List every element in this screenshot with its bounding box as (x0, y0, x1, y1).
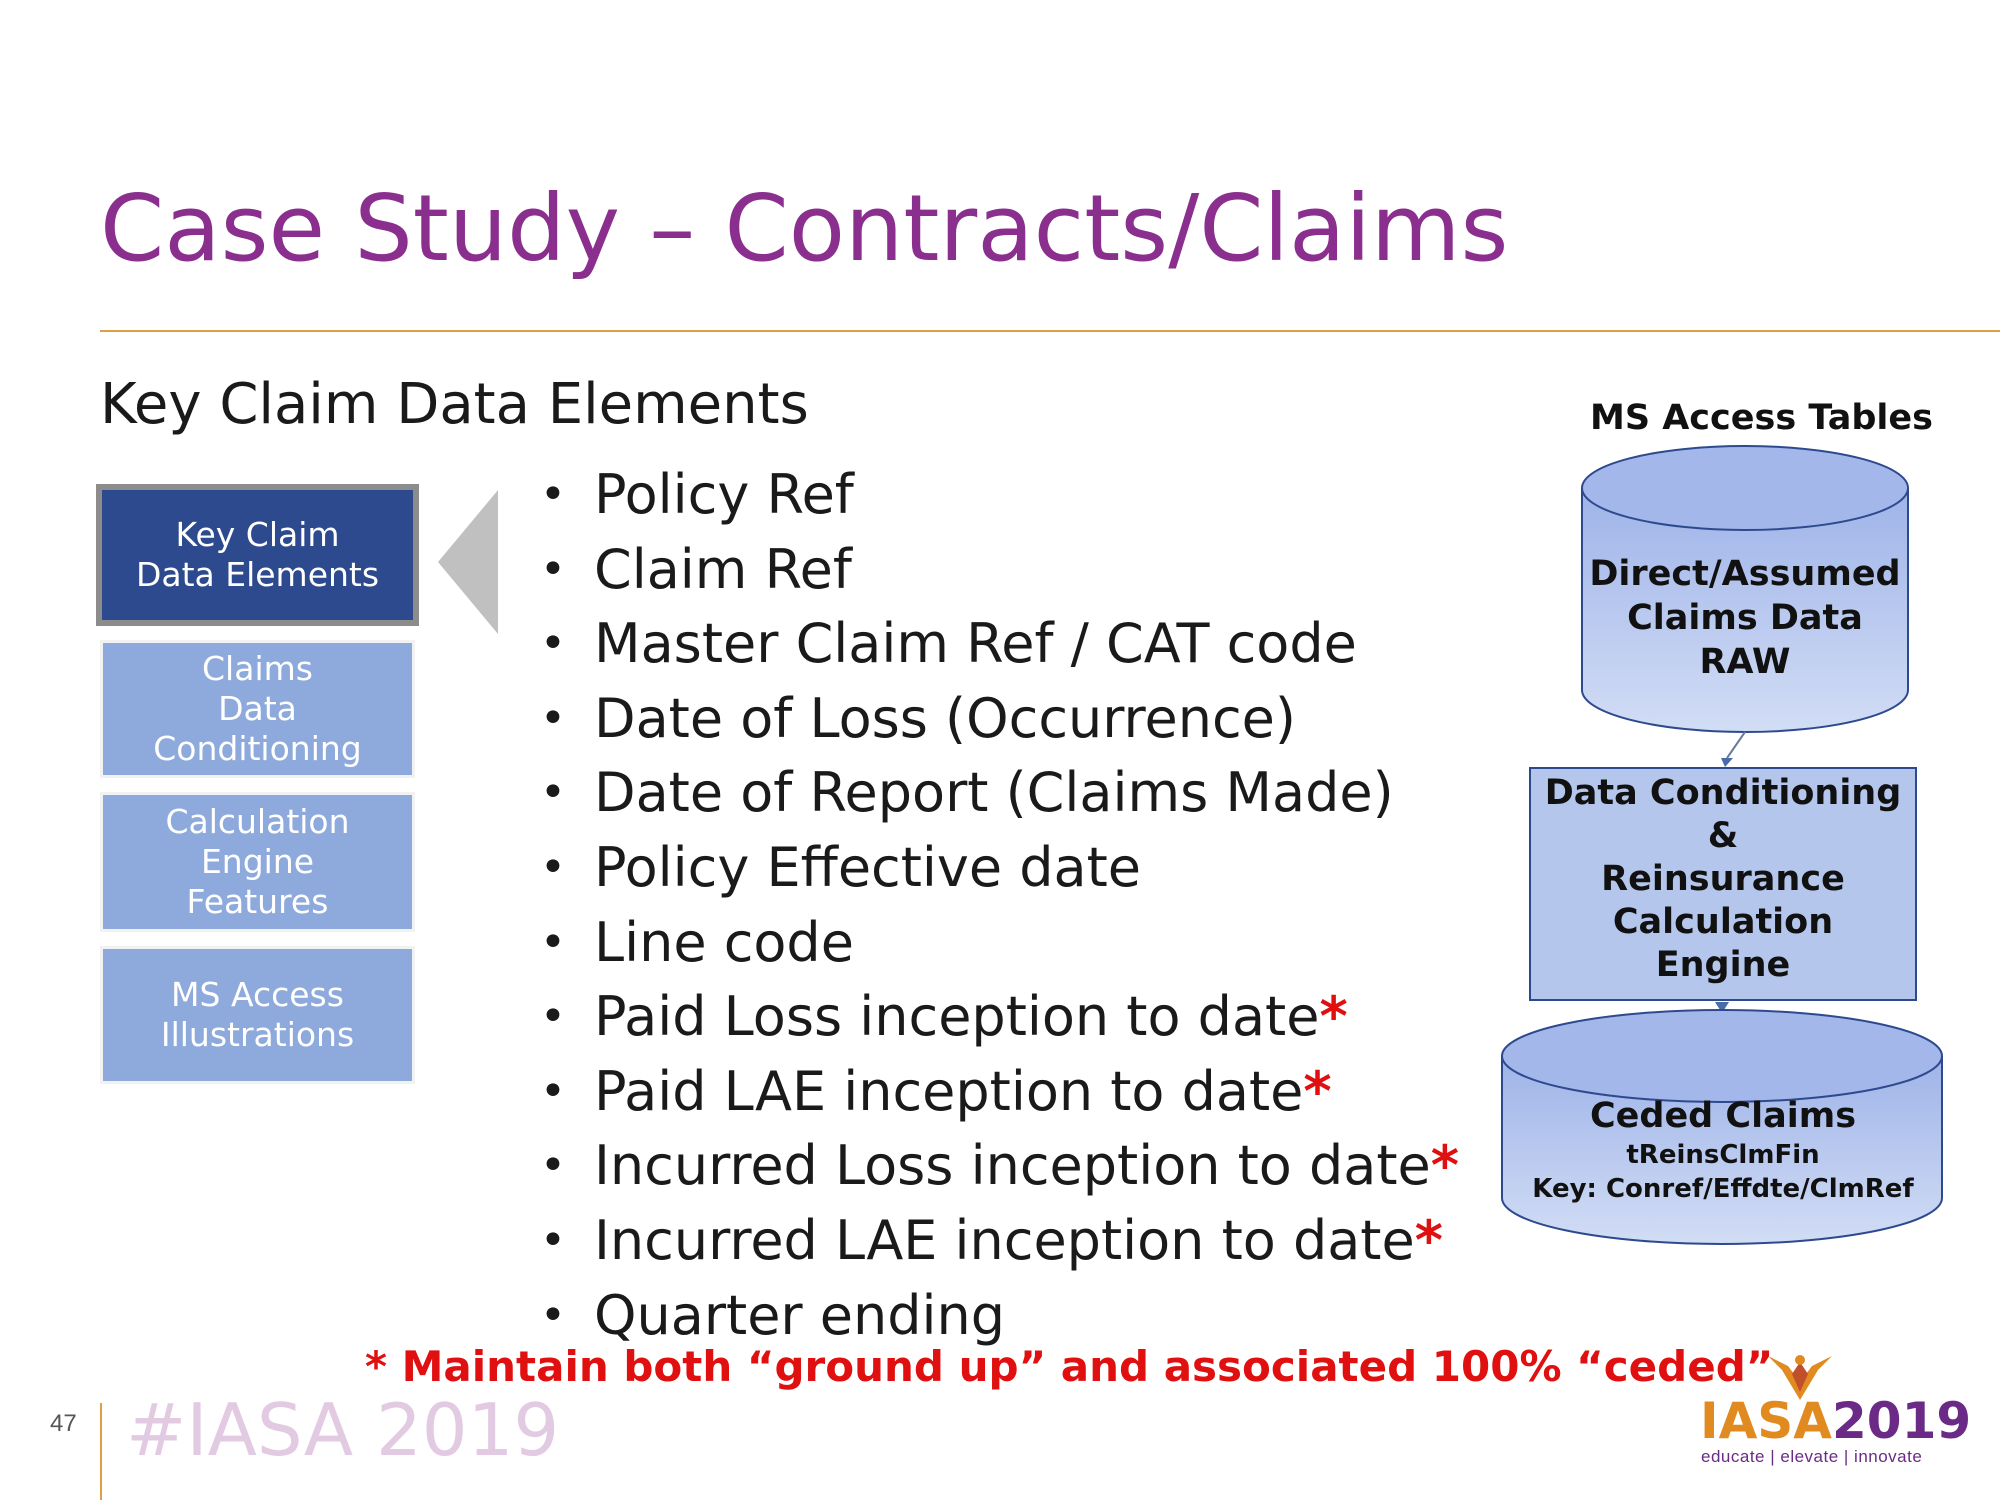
diagram-title: MS Access Tables (1590, 398, 1933, 438)
nav-item-calculation-engine-features[interactable]: Calculation Engine Features (100, 792, 415, 932)
slide-subtitle: Key Claim Data Elements (100, 372, 809, 437)
nav-item-key-claim-data-elements[interactable]: Key Claim Data Elements (96, 484, 419, 626)
arrowhead-icon (1721, 758, 1733, 767)
asterisk-mark: * (1303, 1059, 1332, 1123)
page-number: 47 (50, 1410, 77, 1437)
bullet-icon: • (540, 469, 566, 520)
bullet-icon: • (540, 841, 566, 893)
list-item-text: Policy Ref (594, 463, 854, 526)
list-item-text: Paid Loss inception to date (594, 985, 1320, 1049)
connector-arrow (1726, 731, 1746, 759)
nav-item-label: Claims Data Conditioning (153, 649, 362, 768)
list-item: • Incurred LAE inception to date* (540, 1204, 1459, 1279)
bullet-icon: • (540, 1065, 566, 1117)
nav-item-label: Calculation Engine Features (165, 802, 350, 921)
list-item: • Policy Ref (540, 458, 1459, 533)
list-item: • Claim Ref (540, 533, 1459, 608)
list-item-text: Line code (594, 910, 854, 974)
list-item: • Master Claim Ref / CAT code (540, 607, 1459, 682)
nav-item-ms-access-illustrations[interactable]: MS Access Illustrations (100, 946, 415, 1084)
bullet-icon: • (540, 767, 566, 819)
list-item: • Incurred Loss inception to date* (540, 1129, 1459, 1204)
nav-item-claims-data-conditioning[interactable]: Claims Data Conditioning (100, 640, 415, 778)
raw-claims-text: Direct/Assumed Claims Data RAW (1589, 554, 1901, 682)
bullet-icon: • (540, 618, 566, 670)
raw-claims-label: Direct/Assumed Claims Data RAW (1580, 552, 1910, 684)
ceded-claims-title: Ceded Claims (1589, 1096, 1857, 1136)
logo-tagline: educate | elevate | innovate (1701, 1447, 1923, 1466)
asterisk-mark: * (1430, 1134, 1460, 1198)
arrowhead-icon (1715, 1002, 1729, 1013)
bullet-icon: • (540, 1140, 566, 1192)
list-item-text: Incurred Loss inception to date (594, 1134, 1431, 1198)
claim-elements-list: • Policy Ref • Claim Ref • Master Claim Ref… (540, 458, 1459, 1353)
nav-item-label: Key Claim Data Elements (135, 515, 380, 594)
nav-item-label: MS Access Illustrations (160, 975, 355, 1054)
list-item-text: Quarter ending (594, 1283, 1006, 1347)
slide-title: Case Study – Contracts/Claims (100, 175, 1509, 282)
list-item: • Date of Report (Claims Made) (540, 756, 1459, 831)
engine-label: Data Conditioning & Reinsurance Calculat… (1530, 772, 1916, 987)
bullet-icon: • (540, 916, 566, 968)
list-item-text: Paid LAE inception to date (594, 1059, 1304, 1123)
asterisk-mark: * (1414, 1208, 1443, 1272)
active-pointer-icon (438, 490, 498, 634)
list-item: • Line code (540, 906, 1459, 981)
list-item: • Paid Loss inception to date* (540, 980, 1459, 1055)
ceded-claims-details: tReinsClmFin Key: Conref/Effdte/ClmRef (1500, 1138, 1946, 1206)
phoenix-logo-icon (1768, 1355, 1832, 1400)
asterisk-mark: * (1319, 985, 1348, 1049)
iasa-logo: IASA2019 (1700, 1392, 1971, 1450)
ceded-table-key: Key: Conref/Effdte/ClmRef (1532, 1174, 1914, 1204)
list-item-text: Claim Ref (594, 537, 852, 601)
logo-word-iasa: IASA (1700, 1392, 1833, 1450)
ceded-table-name: tReinsClmFin (1626, 1140, 1820, 1170)
logo-word-year: 2019 (1832, 1392, 1972, 1450)
title-divider (100, 330, 2000, 332)
bullet-icon: • (540, 692, 566, 744)
list-item: • Date of Loss (Occurrence) (540, 682, 1459, 757)
footer-hashtag: #IASA 2019 (126, 1388, 560, 1472)
bullet-icon: • (540, 991, 566, 1043)
footnote: * Maintain both “ground up” and associat… (365, 1342, 1774, 1391)
list-item-text: Date of Loss (Occurrence) (594, 686, 1296, 750)
bullet-icon: • (540, 1289, 566, 1341)
list-item-text: Date of Report (Claims Made) (594, 761, 1394, 825)
engine-text: Data Conditioning & Reinsurance Calculat… (1544, 773, 1902, 985)
footer-divider (100, 1403, 102, 1500)
bullet-icon: • (540, 1214, 566, 1266)
list-item-text: Master Claim Ref / CAT code (594, 612, 1357, 676)
list-item: • Quarter ending (540, 1279, 1459, 1354)
list-item: • Paid LAE inception to date* (540, 1055, 1459, 1130)
list-item: • Policy Effective date (540, 831, 1459, 906)
list-item-text: Incurred LAE inception to date (594, 1208, 1415, 1272)
bullet-icon: • (540, 543, 566, 595)
list-item-text: Policy Effective date (594, 835, 1142, 899)
